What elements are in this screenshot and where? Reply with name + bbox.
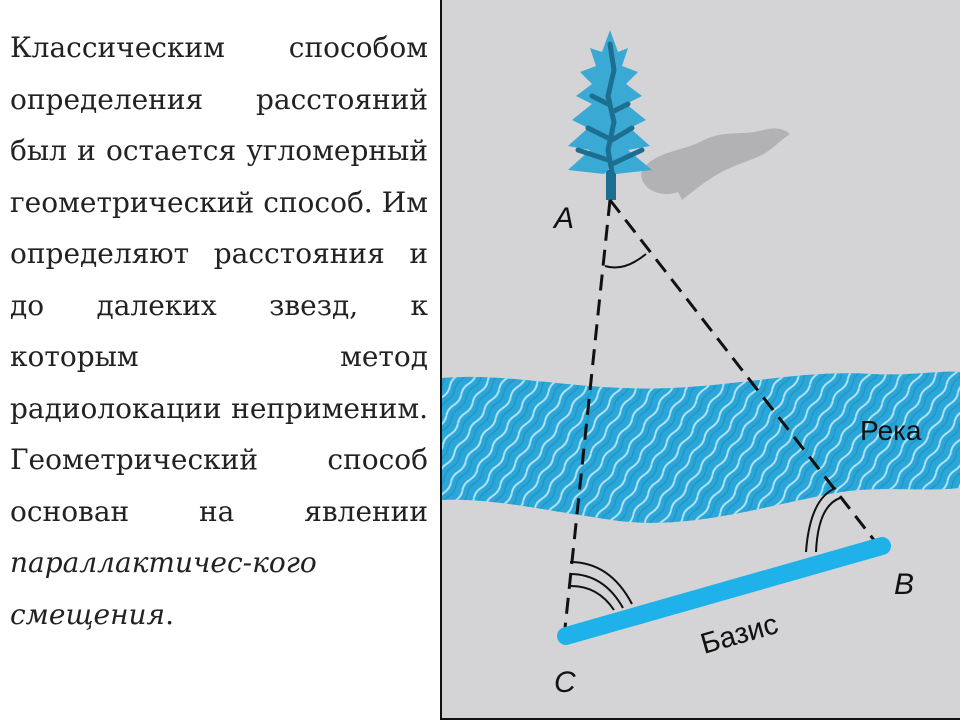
parallax-diagram: Река A B C Базис	[440, 0, 960, 720]
sight-lines	[562, 199, 876, 639]
point-c-label: C	[554, 666, 576, 699]
point-a-label: A	[552, 202, 574, 235]
angle-b-arc-outer	[805, 487, 837, 553]
tree-shadow	[641, 128, 790, 200]
fir-tree-icon	[568, 30, 652, 200]
diagram-canvas: Река A B C Базис	[442, 0, 960, 718]
line-a-b	[608, 199, 876, 541]
angle-b-arc-inner	[815, 497, 841, 553]
description-text: Классическим способом определения рассто…	[10, 22, 428, 640]
paragraph-parallax: Геометрический способ основан на явлении…	[10, 434, 428, 640]
angle-c-arc-middle	[569, 573, 624, 609]
angle-c-arc-inner	[570, 585, 615, 611]
point-b-label: B	[894, 568, 914, 601]
river-label: Река	[860, 415, 922, 446]
paragraph-parallax-term: параллактичес-кого смещения	[10, 546, 317, 631]
baseline	[557, 537, 891, 645]
angle-c-arc-outer	[569, 561, 633, 605]
paragraph-parallax-lead: Геометрический способ основан на явлении	[10, 443, 428, 528]
paragraph-distance-methods: Классическим способом определения рассто…	[10, 31, 428, 425]
angle-marks	[569, 253, 841, 611]
paragraph-parallax-end: .	[165, 597, 174, 631]
angle-a-arc	[604, 253, 647, 269]
diagram-background	[442, 0, 960, 718]
